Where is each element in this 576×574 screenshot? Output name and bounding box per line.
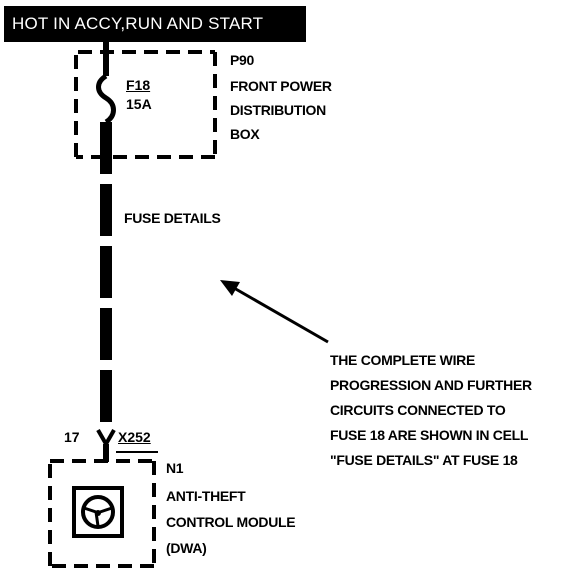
connector-pin-symbol [96,429,116,449]
steering-wheel-icon [72,486,124,538]
fuse-box-name-line: FRONT POWER [230,78,332,94]
module-outline [48,459,156,568]
module-name-line: CONTROL MODULE [166,514,296,530]
fuse-box-outline [74,50,217,159]
module-name-line: (DWA) [166,540,207,556]
power-banner: HOT IN ACCY,RUN AND START [4,6,306,42]
connector-id-label: X252 [118,429,151,445]
fuse-id-label: F18 [126,77,151,93]
fuse-box-id: P90 [230,52,255,68]
fuse-symbol [96,73,116,125]
fuse-box-name-line: BOX [230,126,260,142]
wire-label: FUSE DETAILS [124,210,221,226]
pin-number-label: 17 [64,429,80,445]
note-line: "FUSE DETAILS" AT FUSE 18 [330,452,518,468]
fuse-rating-label: 15A [126,96,152,112]
note-arrow [220,280,329,344]
note-line: THE COMPLETE WIRE [330,352,476,368]
fuse-box-name-line: DISTRIBUTION [230,102,326,118]
note-line: FUSE 18 ARE SHOWN IN CELL [330,427,529,443]
module-id: N1 [166,460,184,476]
note-line: CIRCUITS CONNECTED TO [330,402,506,418]
module-name-line: ANTI-THEFT [166,488,246,504]
note-line: PROGRESSION AND FURTHER [330,377,532,393]
